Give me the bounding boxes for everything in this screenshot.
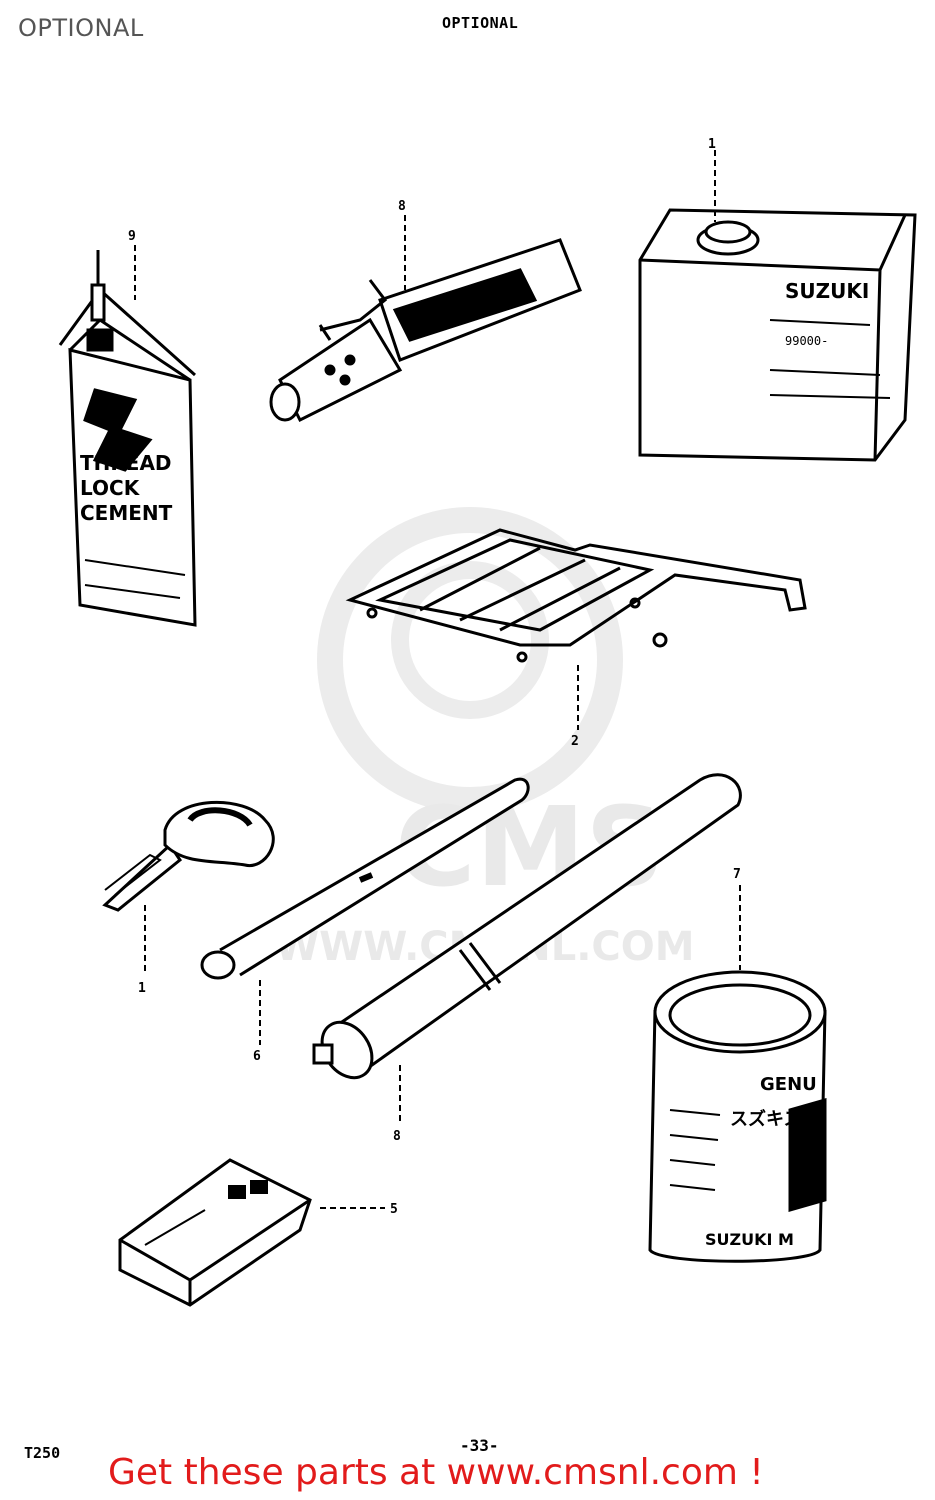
tin-code: 99000- [785, 334, 828, 348]
callout-key: 1 [138, 981, 146, 996]
part-oil-can: THREAD LOCK CEMENT [58, 250, 197, 627]
callout-tube: 8 [398, 199, 406, 214]
part-carrier [345, 528, 807, 663]
oil-can-line-1: THREAD [80, 451, 172, 475]
part-tube [269, 238, 582, 423]
callout-grease-can: 7 [733, 867, 741, 882]
callout-box: 5 [390, 1202, 398, 1217]
callout-tin: 1 [708, 137, 716, 152]
part-grease-can: GENU スズキスー SUZUKI M [648, 970, 827, 1263]
page-label: OPTIONAL [18, 14, 144, 42]
model-code: T250 [24, 1444, 61, 1462]
part-rod [200, 777, 530, 980]
part-cylinder [312, 773, 742, 1080]
part-tin: SUZUKI 99000- [638, 208, 917, 462]
part-key [102, 800, 275, 912]
diagram-heading: OPTIONAL [442, 14, 519, 32]
promo-link[interactable]: Get these parts at www.cmsnl.com ! [108, 1452, 764, 1493]
callout-carrier: 2 [571, 734, 579, 749]
grease-can-word-1: GENU [760, 1074, 817, 1095]
callout-rod: 6 [253, 1049, 261, 1064]
oil-can-line-2: LOCK [80, 476, 141, 500]
tin-brand: SUZUKI [785, 279, 869, 303]
oil-can-line-3: CEMENT [80, 501, 173, 525]
callout-cylinder: 8 [393, 1129, 401, 1144]
grease-can-word-3: SUZUKI M [705, 1230, 794, 1249]
grease-can-word-2: スズキスー [730, 1108, 819, 1130]
part-box [118, 1158, 312, 1307]
page-number: -33- [460, 1436, 499, 1455]
callout-oil-can: 9 [128, 229, 136, 244]
